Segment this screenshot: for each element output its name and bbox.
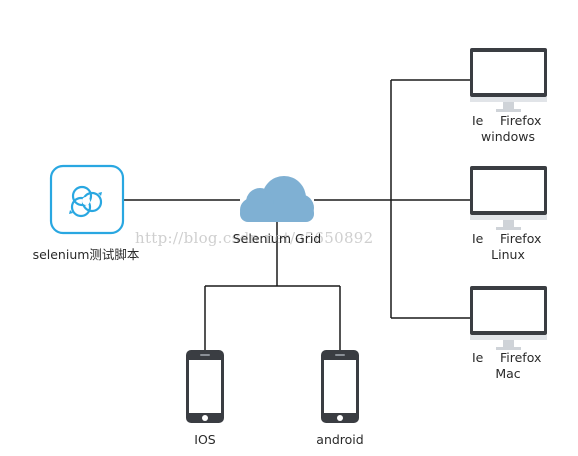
linux-browser-1-label: Ie [472,231,484,246]
phone-ios [186,350,224,423]
mac-os-label: Mac [495,366,521,381]
phone-android [321,350,359,423]
watermark-text: http://blog.csdn.net/a5650892 [135,229,374,247]
android-label: android [316,432,364,447]
windows-os-label: windows [481,129,535,144]
cloud-icon [240,176,314,222]
windows-browser-1-label: Ie [472,113,484,128]
desktop-monitor-mac [470,286,547,350]
selenium-grid-label: Selenium Grid [232,231,322,246]
mac-browser-2-label: Firefox [500,350,542,365]
linux-browser-2-label: Firefox [500,231,542,246]
selenium-script-label: selenium测试脚本 [32,247,140,262]
ios-label: IOS [194,432,216,447]
mac-browser-1-label: Ie [472,350,484,365]
windows-browser-2-label: Firefox [500,113,542,128]
connector-lines [123,79,470,350]
selenium-script-icon [49,164,125,235]
linux-os-label: Linux [491,247,525,262]
desktop-monitor-linux [470,166,547,230]
desktop-monitor-windows [470,48,547,112]
